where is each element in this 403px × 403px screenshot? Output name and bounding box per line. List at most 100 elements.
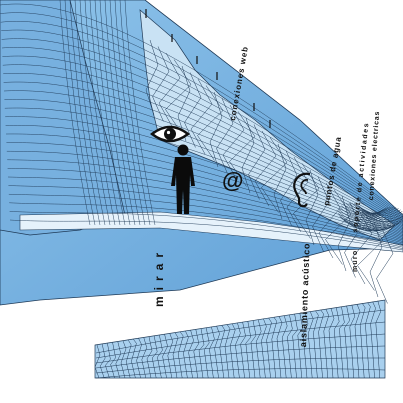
section-contour bbox=[95, 357, 386, 374]
fold-line bbox=[325, 189, 352, 265]
contour-line bbox=[4, 99, 403, 231]
contour-line bbox=[8, 185, 403, 245]
fold-line bbox=[305, 169, 319, 246]
section-line bbox=[209, 326, 215, 379]
section-contour bbox=[95, 333, 386, 364]
section-line bbox=[287, 314, 293, 379]
section-line bbox=[344, 305, 350, 379]
fold-line bbox=[312, 176, 330, 252]
cluster-line bbox=[338, 215, 381, 226]
contour-line bbox=[3, 90, 403, 230]
label-mirar: mirar bbox=[152, 246, 166, 307]
wall-strand bbox=[109, 0, 141, 226]
wall-strand bbox=[99, 0, 131, 226]
fold-line bbox=[152, 46, 170, 122]
section-line bbox=[323, 308, 330, 379]
fold-line bbox=[337, 195, 351, 272]
section-contour bbox=[95, 345, 386, 369]
wireframe-contour-lines bbox=[0, 0, 403, 304]
section-strip-lines bbox=[94, 300, 386, 379]
fold-line bbox=[190, 78, 213, 155]
section-contour bbox=[95, 309, 386, 354]
wall-strand bbox=[119, 0, 151, 226]
section-line bbox=[276, 316, 283, 379]
section-line bbox=[365, 302, 371, 379]
wall-strand bbox=[74, 0, 106, 226]
section-line bbox=[318, 309, 324, 379]
fold-line bbox=[318, 182, 341, 259]
contour-line bbox=[9, 219, 403, 251]
fold-line bbox=[344, 202, 362, 278]
section-line bbox=[151, 335, 158, 379]
fold-line bbox=[216, 98, 234, 174]
fold-line bbox=[165, 59, 192, 135]
label-muros: muro bbox=[352, 249, 359, 272]
section-line bbox=[370, 301, 376, 379]
section-line bbox=[297, 313, 304, 379]
contour-line bbox=[1, 29, 403, 220]
section-line bbox=[167, 333, 174, 379]
section-line bbox=[193, 329, 200, 379]
contour-line bbox=[5, 125, 403, 235]
fold-line bbox=[280, 150, 298, 226]
wall-strand bbox=[84, 0, 116, 226]
section-line bbox=[359, 303, 366, 379]
wall-strand bbox=[64, 0, 96, 226]
wall-strand bbox=[104, 0, 136, 226]
fold-line bbox=[197, 85, 224, 161]
ear-icon bbox=[293, 172, 311, 208]
fold-line bbox=[273, 143, 287, 220]
contour-line bbox=[9, 202, 403, 248]
contour-line bbox=[2, 55, 403, 224]
section-line bbox=[271, 317, 278, 379]
section-strip bbox=[94, 299, 386, 379]
wall-strand bbox=[89, 0, 121, 226]
fold-line bbox=[350, 208, 373, 285]
section-line bbox=[214, 326, 220, 379]
corridor-walkway bbox=[19, 211, 403, 253]
contour-line bbox=[0, 3, 403, 216]
section-line bbox=[328, 308, 335, 379]
section-line bbox=[266, 317, 272, 379]
wall-strand bbox=[114, 0, 146, 226]
contour-line bbox=[7, 159, 403, 241]
section-line bbox=[250, 320, 257, 379]
contour-line bbox=[6, 142, 403, 238]
fold-line bbox=[177, 65, 191, 142]
wall-strand bbox=[59, 0, 91, 226]
contour-line bbox=[0, 21, 403, 218]
contour-line bbox=[5, 133, 403, 237]
section-line bbox=[141, 337, 148, 379]
contour-line bbox=[6, 150, 403, 240]
section-line bbox=[125, 339, 132, 379]
contour-line bbox=[7, 176, 403, 244]
wall-strand bbox=[69, 0, 101, 226]
cluster-line bbox=[346, 220, 389, 231]
section-contour bbox=[95, 368, 386, 379]
contour-line bbox=[1, 38, 403, 221]
section-line bbox=[131, 339, 137, 379]
contour-line bbox=[3, 73, 403, 227]
fold-line bbox=[369, 221, 383, 298]
wall-strand bbox=[94, 0, 126, 226]
fold-line bbox=[158, 52, 181, 129]
section-line bbox=[354, 303, 361, 379]
fold-line bbox=[145, 39, 159, 116]
contour-line bbox=[5, 116, 403, 234]
contour-line bbox=[2, 64, 403, 225]
section-line bbox=[177, 331, 184, 379]
fold-line bbox=[229, 111, 256, 187]
fold-line bbox=[254, 130, 277, 207]
contour-line bbox=[1, 47, 403, 223]
fold-line bbox=[184, 72, 202, 148]
fold-line bbox=[293, 163, 320, 239]
human-silhouette-icon bbox=[171, 144, 195, 214]
corridor-folded-band bbox=[139, 9, 396, 241]
section-line bbox=[281, 315, 288, 379]
eye-icon bbox=[150, 125, 190, 143]
fold-line bbox=[222, 104, 245, 181]
fold-line bbox=[209, 91, 223, 168]
section-line bbox=[136, 338, 142, 379]
fold-line bbox=[376, 228, 394, 304]
